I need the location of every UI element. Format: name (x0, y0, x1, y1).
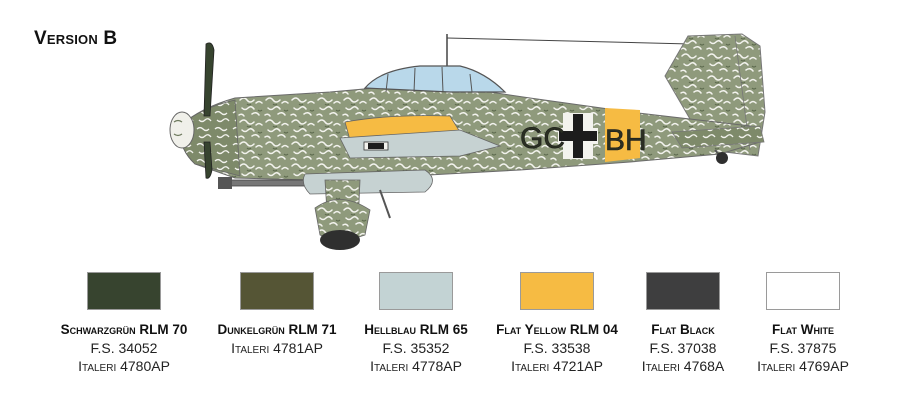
tail-wheel (716, 152, 728, 164)
canopy (363, 65, 507, 93)
antenna-wire (446, 37, 691, 45)
swatch-flat-yellow (520, 272, 594, 310)
color-name: Flat Black (651, 322, 715, 337)
swatch-schwarzgruen (87, 272, 161, 310)
fuselage-code-right: BH (605, 124, 647, 157)
horizontal-stabilizer (671, 125, 765, 149)
propeller-spinner (169, 111, 195, 149)
paint-color-legend: Schwarzgrün RLM 70 F.S. 34052 Italeri 47… (0, 272, 900, 402)
color-fs-code: F.S. 37875 (769, 340, 837, 356)
color-item-schwarzgruen: Schwarzgrün RLM 70 F.S. 34052 Italeri 47… (44, 272, 204, 374)
swatch-flat-black (646, 272, 720, 310)
version-title: Version B (34, 28, 118, 49)
fuselage-balkenkreuz (558, 113, 598, 159)
color-italeri-code: Italeri 4769AP (757, 358, 849, 374)
color-italeri-code: Italeri 4781AP (231, 340, 323, 356)
swatch-hellblau (379, 272, 453, 310)
swatch-dunkelgruen (240, 272, 314, 310)
yellow-fuselage-band (605, 108, 640, 162)
color-italeri-code: Italeri 4721AP (511, 358, 603, 374)
color-fs-code: F.S. 33538 (523, 340, 591, 356)
color-name: Flat Yellow RLM 04 (496, 322, 618, 337)
color-item-flat-white: Flat White F.S. 37875 Italeri 4769AP (723, 272, 883, 374)
propeller-blade-bottom (203, 141, 213, 179)
color-item-flat-black: Flat Black F.S. 37038 Italeri 4768A (603, 272, 763, 374)
color-name: Hellblau RLM 65 (364, 322, 468, 337)
swatch-flat-white (766, 272, 840, 310)
wing-cross-insignia (363, 141, 389, 151)
color-name: Dunkelgrün RLM 71 (217, 322, 337, 337)
aircraft-profile-illustration: GC BH (169, 33, 766, 250)
color-fs-code: F.S. 34052 (90, 340, 158, 356)
color-item-flat-yellow: Flat Yellow RLM 04 F.S. 33538 Italeri 47… (477, 272, 637, 374)
color-fs-code: F.S. 35352 (382, 340, 450, 356)
propeller-blade-top (203, 42, 215, 117)
color-item-dunkelgruen: Dunkelgrün RLM 71 Italeri 4781AP (197, 272, 357, 356)
color-name: Schwarzgrün RLM 70 (60, 322, 188, 337)
color-italeri-code: Italeri 4768A (641, 358, 725, 374)
color-fs-code: F.S. 37038 (649, 340, 717, 356)
wing-underside (339, 129, 502, 159)
color-item-hellblau: Hellblau RLM 65 F.S. 35352 Italeri 4778A… (336, 272, 496, 374)
cannon-pod (302, 169, 433, 195)
color-italeri-code: Italeri 4778AP (370, 358, 462, 374)
color-name: Flat White (771, 322, 835, 337)
color-italeri-code: Italeri 4780AP (78, 358, 170, 374)
main-wheel (320, 230, 360, 250)
fuselage-code-left: GC (520, 122, 565, 155)
cannon-barrel (219, 179, 311, 187)
